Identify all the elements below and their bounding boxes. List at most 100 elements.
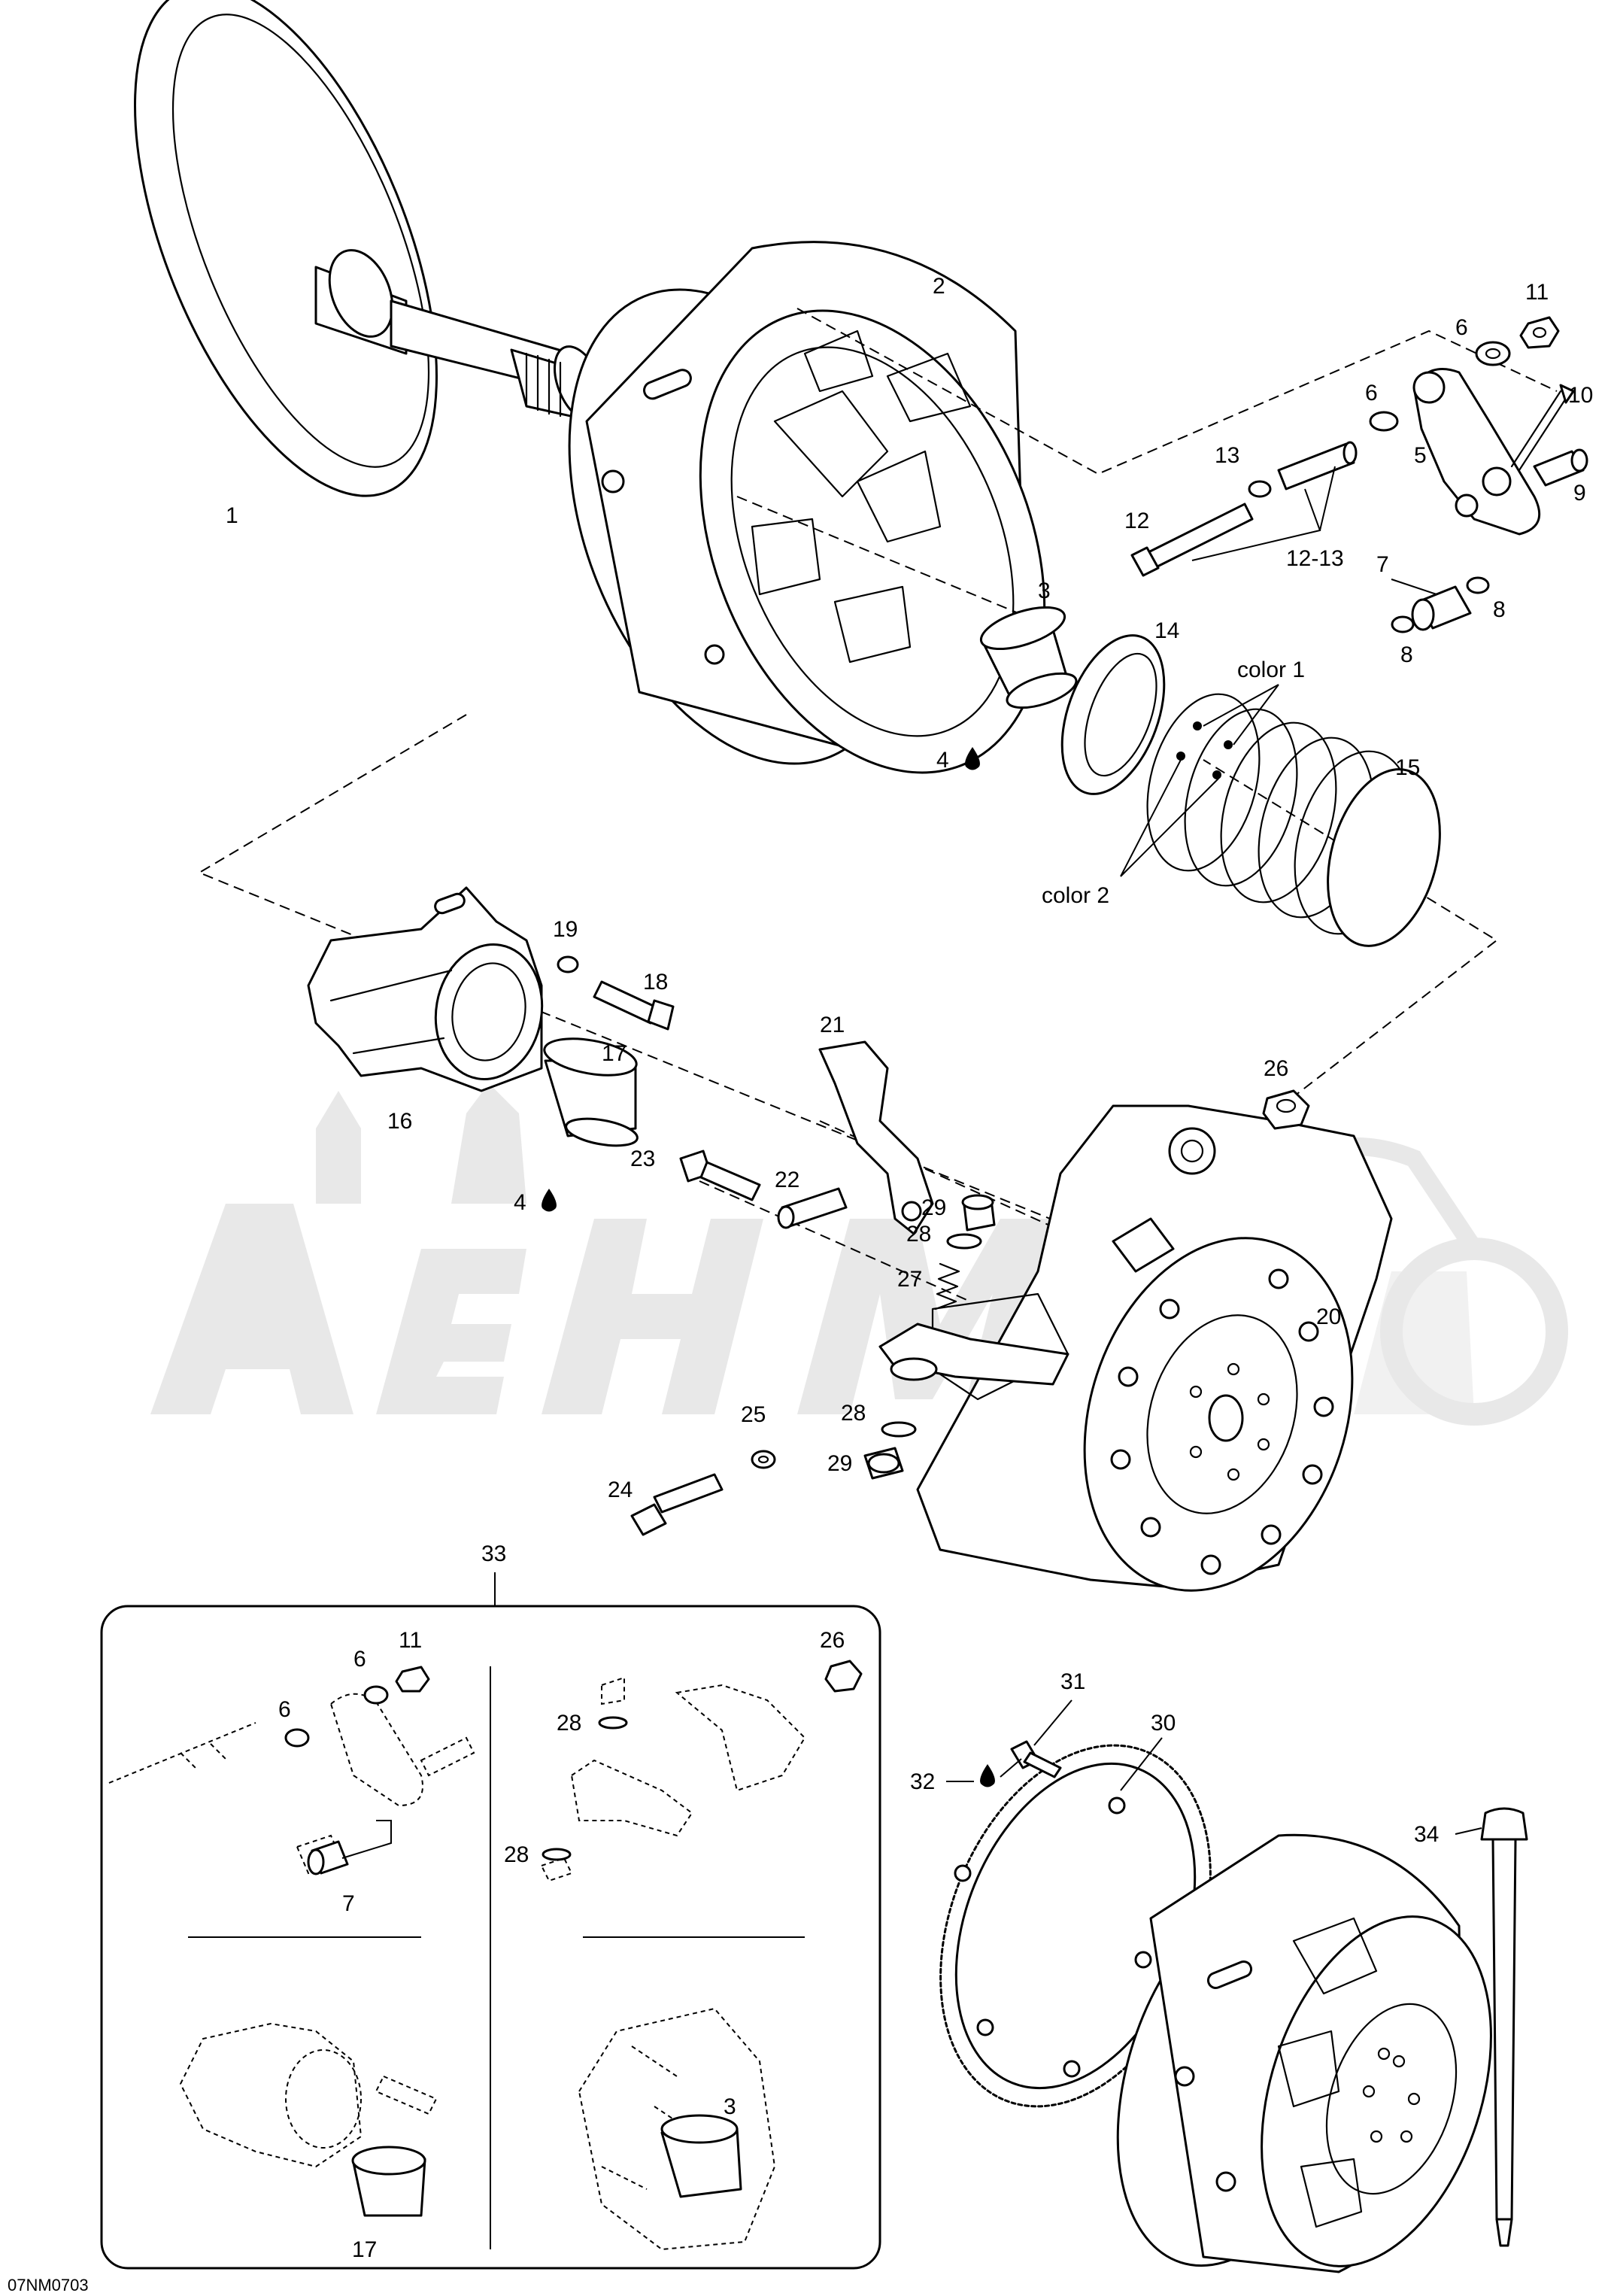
callout-22: 22: [775, 1168, 799, 1192]
part-21-cam-arm: [818, 1040, 934, 1235]
part-25-washer: [751, 1450, 776, 1469]
part-8-washer-right: [1466, 576, 1490, 594]
callout-26b: 26: [820, 1628, 845, 1653]
callout-8a: 8: [1400, 642, 1413, 667]
part-14-spring-seat: [1060, 634, 1166, 795]
part-31-screw: [1010, 1740, 1062, 1778]
callout-30: 30: [1151, 1711, 1176, 1736]
callout-6b: 6: [1365, 381, 1378, 405]
callout-2: 2: [933, 274, 945, 299]
drawing-code: 07NM0703: [8, 2276, 89, 2294]
callout-28d: 28: [504, 1842, 529, 1867]
callout-16: 16: [387, 1109, 412, 1134]
kit-3-bushing: [660, 2114, 742, 2198]
part-24-shoulder-bolt: [630, 1473, 724, 1536]
kit-11-nut: [395, 1666, 430, 1693]
part-20-cover-housing: [916, 1104, 1393, 1592]
callout-14: 14: [1154, 618, 1179, 643]
part-29-bushing-lower: [863, 1447, 904, 1480]
callout-12-13: 12-13: [1286, 546, 1344, 571]
callout-17a: 17: [602, 1041, 626, 1066]
callout-12: 12: [1124, 509, 1149, 533]
callout-6a: 6: [1455, 315, 1468, 340]
callout-25: 25: [741, 1402, 766, 1427]
part-34-bolt: [1480, 1807, 1528, 2247]
callout-32: 32: [910, 1769, 935, 1794]
callout-20: 20: [1316, 1304, 1341, 1329]
callout-19: 19: [553, 917, 578, 942]
part-5-lever-assembly: [1412, 368, 1541, 536]
part-3-bushing: [979, 606, 1078, 709]
callout-27: 27: [897, 1267, 922, 1292]
callout-26a: 26: [1264, 1056, 1288, 1081]
part-2-sliding-sheave: [568, 241, 1046, 774]
callout-33: 33: [481, 1541, 506, 1566]
kit-spider-phantom: [179, 2022, 438, 2168]
part-11-nut: [1519, 316, 1560, 349]
callout-17b: 17: [352, 2237, 377, 2262]
part-28-o-ring-upper: [946, 1233, 982, 1250]
kit-6-washer-a: [363, 1685, 389, 1705]
part-17-bushing: [543, 1037, 639, 1147]
kit-26-nut: [824, 1660, 863, 1693]
part-18-screw: [593, 980, 675, 1031]
part-27-slider: [878, 1323, 1069, 1386]
part-12-bolt: [1130, 503, 1254, 577]
kit-17-bushing: [351, 2146, 426, 2217]
callout-28c: 28: [557, 1711, 581, 1736]
kit-6-washer-b: [284, 1728, 310, 1748]
callout-34: 34: [1414, 1822, 1439, 1847]
part-1-fixed-sheave: [134, 0, 605, 497]
part-9-pin: [1533, 448, 1588, 487]
part-29-bushing-upper: [961, 1194, 996, 1232]
part-8-washer-left: [1391, 615, 1415, 633]
oil-drop-icon: [965, 747, 980, 770]
callout-24: 24: [608, 1478, 633, 1502]
callout-29a: 29: [921, 1195, 946, 1220]
kit-28-o-ring-lower: [542, 1848, 572, 1861]
callout-23: 23: [630, 1146, 655, 1171]
part-6-washer-top: [1475, 341, 1511, 366]
part-28-o-ring-lower: [881, 1421, 917, 1438]
callout-29b: 29: [827, 1451, 852, 1476]
callout-31: 31: [1060, 1669, 1085, 1694]
oil-drop-icon: [542, 1189, 557, 1212]
callout-28a: 28: [906, 1222, 931, 1247]
callout-5: 5: [1414, 443, 1427, 468]
callout-18: 18: [643, 970, 668, 995]
part-sheave-assembly-lower: [1116, 1833, 1492, 2273]
callout-9: 9: [1573, 481, 1586, 506]
callout-7b: 7: [342, 1891, 355, 1916]
kit-33-box: [100, 1605, 881, 2270]
part-15-spring: [1146, 693, 1441, 947]
callout-1: 1: [226, 503, 238, 528]
label-color-1: color 1: [1237, 658, 1305, 682]
kit-lever-phantom: [108, 1693, 475, 1875]
callout-15: 15: [1395, 755, 1420, 780]
part-13-washer: [1248, 480, 1272, 498]
oil-drop-icon: [980, 1764, 995, 1787]
callout-3b: 3: [724, 2094, 736, 2119]
part-19-washer: [557, 955, 579, 973]
kit-7-roller: [307, 1840, 349, 1875]
kit-28-o-ring-upper: [598, 1716, 628, 1730]
assembly-axis-sheave: [736, 496, 1046, 625]
callout-7a: 7: [1376, 552, 1389, 577]
part-22-pin: [777, 1187, 848, 1229]
callout-3: 3: [1038, 579, 1051, 603]
callout-8b: 8: [1493, 597, 1506, 622]
part-7-roller: [1411, 585, 1472, 631]
callout-6c: 6: [353, 1647, 366, 1672]
callout-11a: 11: [1525, 280, 1549, 305]
callout-11b: 11: [399, 1628, 422, 1653]
callout-13: 13: [1215, 443, 1239, 468]
callout-6d: 6: [278, 1697, 291, 1722]
callout-21: 21: [820, 1013, 845, 1037]
label-color-2: color 2: [1042, 883, 1109, 908]
part-6-washer-mid: [1369, 411, 1399, 432]
part-16-spider: [307, 886, 544, 1092]
callout-4b: 4: [514, 1190, 526, 1215]
callout-10: 10: [1568, 383, 1593, 408]
part-27-spring: [934, 1262, 960, 1310]
